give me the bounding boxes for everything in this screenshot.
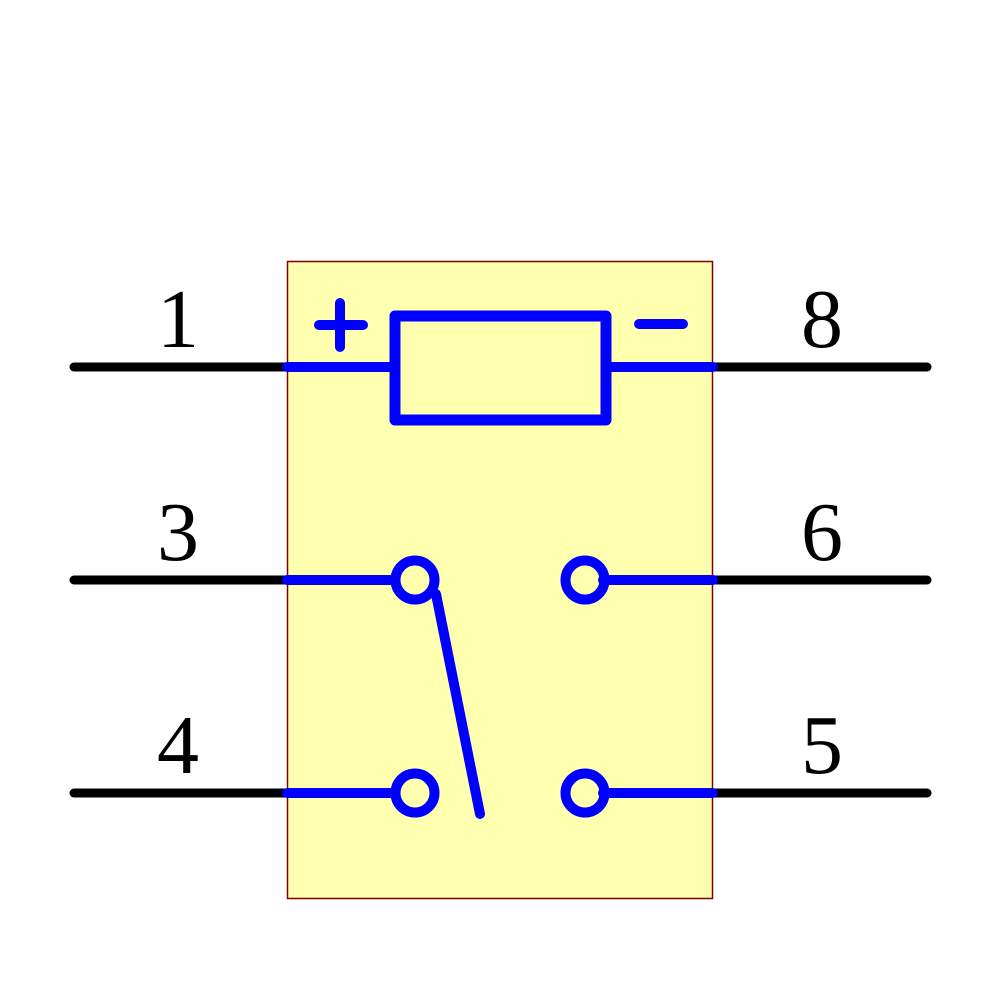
switch-arm-icon bbox=[431, 589, 485, 819]
contact-6-icon bbox=[560, 555, 610, 605]
pin-1-label: 1 bbox=[157, 273, 199, 366]
relay-symbol bbox=[282, 298, 718, 819]
contact-3-icon bbox=[390, 555, 440, 605]
contact-5-icon bbox=[560, 768, 610, 818]
pin-4-label: 4 bbox=[157, 699, 199, 792]
pin-lines bbox=[69, 362, 932, 798]
pin-3-label: 3 bbox=[157, 486, 199, 579]
coil-icon bbox=[389, 310, 612, 426]
pin-6-label: 6 bbox=[801, 486, 843, 579]
contact-4-icon bbox=[390, 768, 440, 818]
pin-5-label: 5 bbox=[801, 699, 843, 792]
pin-8-label: 8 bbox=[801, 273, 843, 366]
